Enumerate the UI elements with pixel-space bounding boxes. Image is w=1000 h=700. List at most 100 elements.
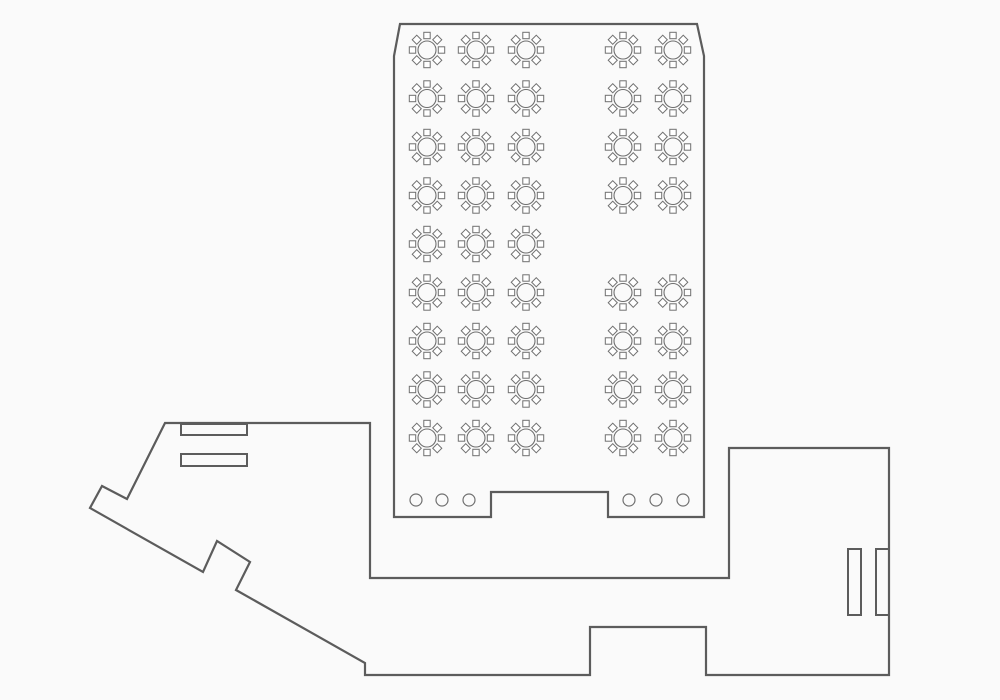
- chair: [460, 325, 471, 336]
- chair: [604, 434, 613, 442]
- chair: [619, 177, 627, 185]
- chair: [432, 374, 443, 385]
- chair: [619, 206, 627, 214]
- round-table: [457, 419, 495, 457]
- chair: [604, 191, 613, 200]
- chair: [510, 200, 521, 211]
- chair: [628, 277, 639, 288]
- chair: [669, 322, 677, 331]
- chair: [678, 346, 689, 357]
- chair: [510, 325, 521, 336]
- chair: [619, 419, 627, 428]
- table-top: [516, 331, 536, 351]
- chair: [481, 443, 492, 454]
- chair: [457, 46, 466, 54]
- chair: [607, 131, 618, 142]
- chair: [408, 191, 417, 200]
- table-top: [516, 379, 536, 400]
- chair: [432, 200, 443, 211]
- chair: [432, 249, 443, 260]
- chair: [633, 337, 642, 345]
- table-top: [417, 40, 437, 60]
- round-table: [654, 419, 692, 457]
- chair: [619, 448, 627, 457]
- round-table: [507, 177, 545, 214]
- chair: [669, 303, 677, 311]
- round-table: [457, 31, 495, 69]
- chair: [654, 288, 663, 297]
- chair: [531, 422, 542, 433]
- chair: [531, 103, 542, 114]
- chair: [408, 94, 417, 103]
- chair: [472, 322, 480, 331]
- cocktail-table: [622, 493, 636, 507]
- chair: [457, 434, 466, 442]
- chair: [423, 274, 431, 282]
- chair: [628, 152, 639, 163]
- chair: [669, 274, 677, 282]
- chair: [607, 443, 618, 454]
- chair: [486, 434, 495, 442]
- chair: [531, 277, 542, 288]
- chair: [607, 83, 618, 94]
- chair: [460, 131, 471, 142]
- round-table: [457, 177, 495, 214]
- chair: [437, 385, 446, 394]
- chair: [669, 157, 677, 166]
- chair: [472, 351, 480, 360]
- chair: [619, 60, 627, 69]
- chair: [531, 34, 542, 45]
- chair: [481, 374, 492, 385]
- chair: [423, 371, 431, 379]
- chair: [628, 297, 639, 308]
- round-table: [654, 128, 692, 166]
- chair: [522, 400, 530, 408]
- chair: [437, 191, 446, 200]
- table-top: [466, 88, 486, 109]
- table-top: [663, 282, 683, 303]
- chair: [669, 109, 677, 117]
- chair: [423, 128, 431, 137]
- chair: [657, 374, 668, 385]
- chair: [628, 55, 639, 66]
- chair: [604, 46, 613, 54]
- round-table: [654, 177, 692, 214]
- table-top: [417, 137, 437, 157]
- chair: [472, 60, 480, 69]
- chair: [481, 325, 492, 336]
- chair: [507, 240, 516, 248]
- chair: [628, 346, 639, 357]
- round-table: [457, 322, 495, 360]
- chair: [678, 131, 689, 142]
- round-table: [654, 371, 692, 408]
- chair: [607, 297, 618, 308]
- chair: [628, 34, 639, 45]
- round-table: [408, 128, 446, 166]
- chair: [486, 240, 495, 248]
- chair: [481, 297, 492, 308]
- chair: [486, 94, 495, 103]
- chair: [619, 109, 627, 117]
- chair: [628, 131, 639, 142]
- chair: [423, 448, 431, 457]
- chair: [507, 337, 516, 345]
- chair: [654, 143, 663, 151]
- chair: [481, 200, 492, 211]
- chair: [423, 177, 431, 185]
- chair: [423, 322, 431, 331]
- chair: [678, 152, 689, 163]
- chair: [657, 131, 668, 142]
- round-table: [654, 31, 692, 69]
- chair: [411, 131, 422, 142]
- chair: [507, 143, 516, 151]
- chair: [423, 254, 431, 263]
- chair: [633, 288, 642, 297]
- table-top: [663, 185, 683, 206]
- chair: [669, 400, 677, 408]
- chair: [423, 206, 431, 214]
- chair: [481, 228, 492, 239]
- chair: [481, 394, 492, 405]
- chair: [669, 351, 677, 360]
- table-top: [466, 185, 486, 206]
- round-table: [604, 274, 642, 311]
